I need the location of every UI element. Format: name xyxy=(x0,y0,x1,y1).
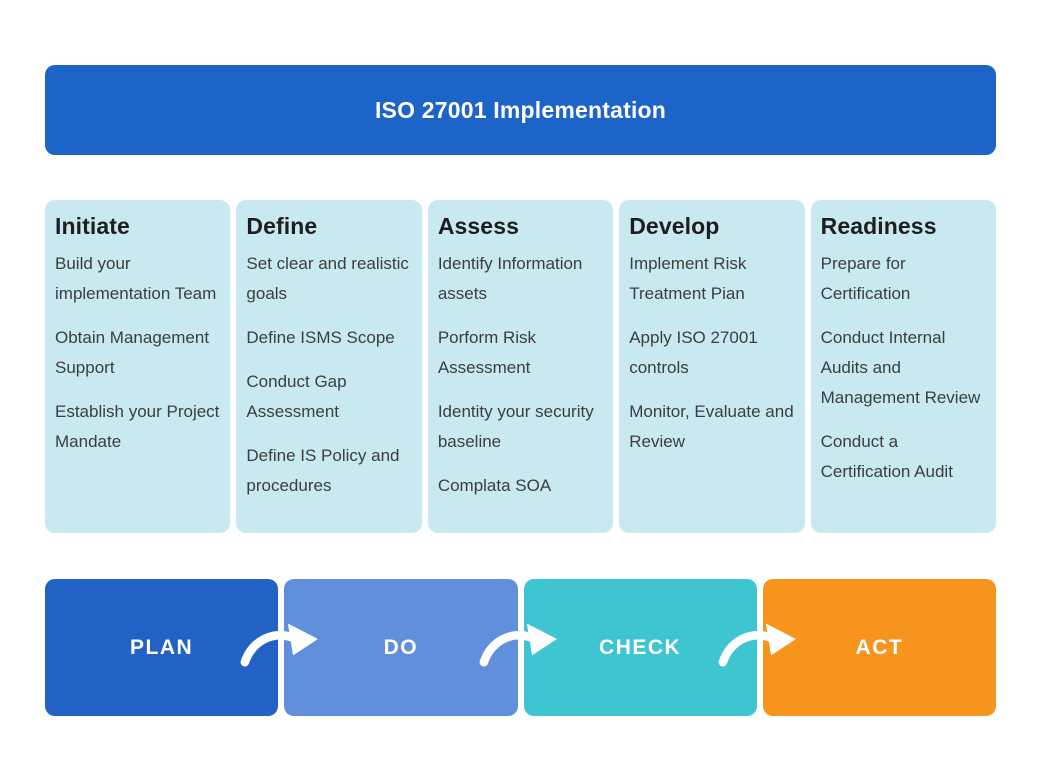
phase-card-develop: Develop Implement Risk Treatment Pian Ap… xyxy=(619,200,805,533)
pdca-step-check: CHECK xyxy=(523,579,757,716)
phase-item: Obtain Management Support xyxy=(55,328,210,377)
pdca-step-plan: PLAN xyxy=(45,579,279,716)
phase-item: Identity your security baseline xyxy=(437,402,594,451)
phase-card-define: Define Set clear and realistic goals Def… xyxy=(236,200,422,533)
phase-item: Set clear and realistic goals xyxy=(246,254,409,303)
phase-card-readiness: Readiness Prepare for Certification Cond… xyxy=(810,200,997,533)
phase-item: Complata SOA xyxy=(437,476,552,495)
phase-item: Implement Risk Treatment Pian xyxy=(629,254,747,303)
phase-title: Develop xyxy=(629,213,720,239)
phase-title: Define xyxy=(246,213,318,239)
phase-card-initiate: Initiate Build your implementation Team … xyxy=(45,200,231,533)
title-banner: ISO 27001 Implementation xyxy=(45,65,996,155)
phase-item: Porform Risk Assessment xyxy=(437,328,537,377)
phase-item: Monitor, Evaluate and Review xyxy=(629,402,794,451)
phase-title: Assess xyxy=(437,213,519,239)
phase-title: Readiness xyxy=(820,213,937,239)
phase-item: Establish your Project Mandate xyxy=(55,402,220,451)
phase-item: Identify Information assets xyxy=(437,254,583,303)
phase-item: Define IS Policy and procedures xyxy=(246,446,400,495)
phase-title: Initiate xyxy=(55,213,130,239)
pdca-step-label: CHECK xyxy=(599,635,682,659)
pdca-step-do: DO xyxy=(284,579,518,716)
phase-item: Conduct Internal Audits and Management R… xyxy=(820,328,981,407)
pdca-step-label: DO xyxy=(383,635,419,659)
pdca-step-act: ACT xyxy=(762,579,996,716)
phase-item: Apply ISO 27001 controls xyxy=(629,328,758,377)
phase-columns: Initiate Build your implementation Team … xyxy=(45,200,997,533)
phase-item: Define ISMS Scope xyxy=(246,328,395,347)
phase-item: Conduct Gap Assessment xyxy=(246,372,347,421)
pdca-row: PLAN DO CHECK ACT xyxy=(45,579,996,716)
pdca-step-label: PLAN xyxy=(130,635,194,659)
pdca-step-label: ACT xyxy=(855,635,904,659)
phase-card-assess: Assess Identify Information assets Porfo… xyxy=(427,200,614,533)
phase-item: Prepare for Certification xyxy=(820,254,911,303)
page-title: ISO 27001 Implementation xyxy=(374,96,667,123)
phase-item: Conduct a Certification Audit xyxy=(820,432,953,481)
phase-item: Build your implementation Team xyxy=(55,254,217,303)
